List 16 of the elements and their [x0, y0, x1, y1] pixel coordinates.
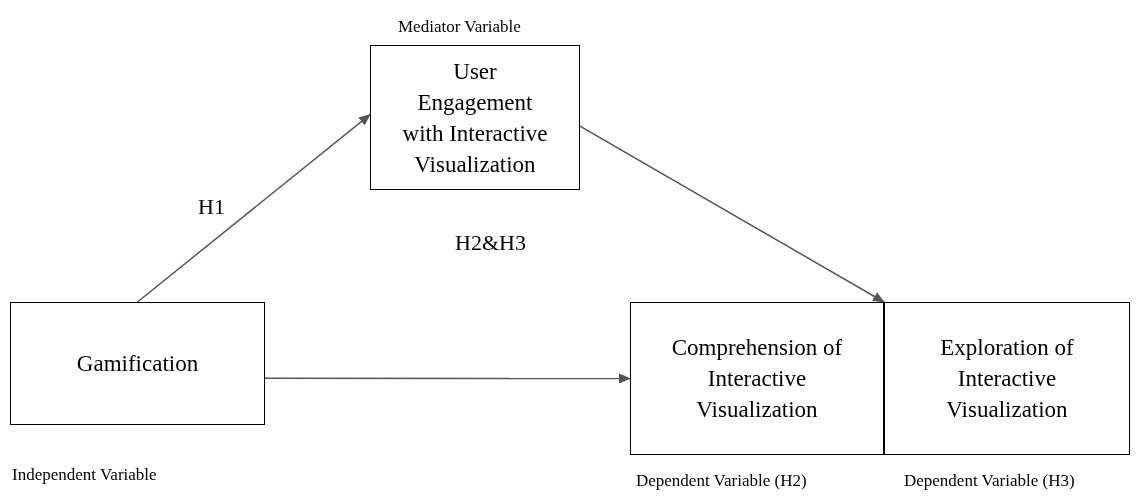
variable-box [884, 302, 1130, 455]
variable-box [370, 45, 580, 190]
variable-name: User Engagement with Interactive Visualization [401, 57, 549, 179]
arrow [579, 125, 885, 303]
hypothesis-label: H2&H3 [455, 229, 526, 257]
variable-name: Comprehension of Interactive Visualization [670, 334, 844, 424]
variable-box [630, 302, 884, 455]
variable-role: Independent Variable [12, 464, 157, 486]
variable-name: Gamification [76, 350, 199, 378]
variable-role: Dependent Variable (H3) [904, 470, 1075, 492]
arrow [136, 113, 371, 303]
variable-box [10, 302, 265, 425]
variable-role: Mediator Variable [398, 16, 521, 38]
variable-name: Exploration of Interactive Visualization [939, 334, 1075, 424]
variable-role: Dependent Variable (H2) [636, 470, 807, 492]
arrow [264, 373, 631, 384]
